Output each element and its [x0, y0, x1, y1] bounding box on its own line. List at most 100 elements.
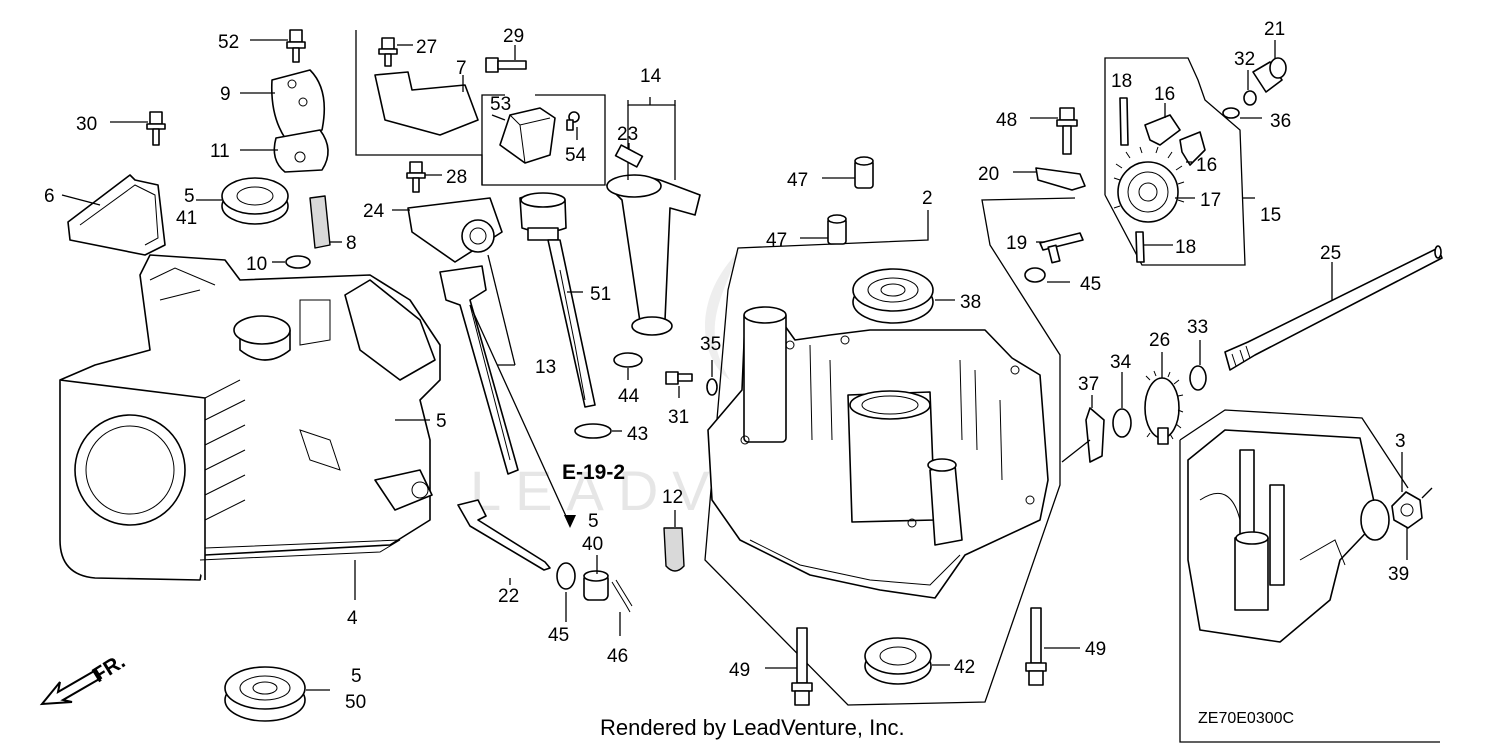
callout-7: 7	[456, 58, 467, 79]
insulator-plates	[270, 69, 329, 173]
washer-35	[706, 378, 718, 396]
front-direction-arrow	[39, 668, 103, 706]
callout-51: 51	[590, 284, 611, 305]
ref-label: E-19-2	[562, 461, 625, 484]
washer-33	[1189, 365, 1207, 391]
callout-11: 11	[210, 141, 230, 162]
bearing-42	[864, 637, 932, 685]
callout-21: 21	[1264, 19, 1285, 40]
callout-50: 50	[345, 692, 366, 713]
callout-14: 14	[640, 66, 662, 87]
callout-3: 3	[1395, 431, 1406, 452]
callout-44: 44	[618, 386, 640, 407]
callout-5-lower: 5	[588, 511, 599, 532]
part-21	[1252, 57, 1287, 93]
bearing-50	[224, 666, 306, 722]
callout-18-top: 18	[1111, 71, 1132, 92]
callout-labels: 52 27 29 7 14 9 30 53 23 54 11 28 6 5 41…	[44, 19, 1409, 713]
callout-45-mid: 45	[1080, 274, 1101, 295]
oil-seal	[221, 177, 289, 225]
bracket-24	[407, 197, 503, 263]
bolt-31	[665, 371, 693, 385]
lever-22	[457, 499, 551, 571]
clip-12	[663, 527, 685, 572]
washer-32	[1243, 90, 1257, 106]
pin-18-bottom	[1135, 231, 1145, 263]
callout-10: 10	[246, 254, 267, 275]
callout-5-bottom: 5	[351, 666, 362, 687]
callout-24: 24	[363, 201, 385, 222]
callout-26: 26	[1149, 330, 1170, 351]
clip-37	[1085, 407, 1105, 463]
crankcase-lower	[1187, 429, 1390, 643]
callout-13: 13	[535, 357, 556, 378]
callout-25: 25	[1320, 243, 1341, 264]
bolt-49-right	[1025, 607, 1047, 686]
callout-47-bottom: 47	[766, 230, 787, 251]
o-ring-44	[613, 352, 643, 368]
nut-39	[1391, 491, 1423, 529]
callout-12: 12	[662, 487, 683, 508]
governor-weight-16-top	[1144, 114, 1181, 146]
callout-9: 9	[220, 84, 231, 105]
washer-45-bottom	[556, 562, 576, 590]
callout-40: 40	[582, 534, 603, 555]
arm-20	[1035, 167, 1086, 191]
callout-46: 46	[607, 646, 628, 667]
callout-5-mid: 5	[436, 411, 447, 432]
callout-16-top: 16	[1154, 84, 1175, 105]
callout-32: 32	[1234, 49, 1255, 70]
callout-5-top: 5	[184, 186, 195, 207]
bracket-53	[499, 107, 556, 164]
callout-49-right: 49	[1085, 639, 1106, 660]
dowel-pin-47-top	[854, 156, 874, 189]
bolt-28	[406, 161, 426, 193]
callout-42: 42	[954, 657, 975, 678]
callout-39: 39	[1388, 564, 1409, 585]
callout-15: 15	[1260, 205, 1281, 226]
callout-36: 36	[1270, 111, 1291, 132]
dipstick-tube	[439, 265, 519, 475]
callout-16-bottom: 16	[1196, 155, 1217, 176]
bolt-49-left	[791, 627, 813, 706]
callout-47-top: 47	[787, 170, 808, 191]
callout-48: 48	[996, 110, 1017, 131]
callout-18-bottom: 18	[1175, 237, 1196, 258]
o-ring-43	[574, 423, 612, 439]
callout-4: 4	[347, 608, 358, 629]
callout-19: 19	[1006, 233, 1027, 254]
plug-10	[285, 255, 311, 269]
oil-filler-tube	[606, 97, 701, 336]
footer-rendered-by: Rendered by LeadVenture, Inc.	[600, 715, 905, 740]
ring-36	[1222, 107, 1240, 119]
pin-18-top	[1119, 97, 1129, 146]
governor-weight-16-bottom	[1179, 131, 1206, 166]
diagram-code: ZE70E0300C	[1198, 710, 1295, 727]
screw-54	[566, 111, 580, 131]
callout-17: 17	[1200, 190, 1221, 211]
callout-31: 31	[668, 407, 689, 428]
crankcase-cover	[707, 306, 1049, 599]
callout-8: 8	[346, 233, 357, 254]
bolt-48	[1056, 107, 1078, 155]
cotter-pin-46	[611, 579, 633, 613]
callout-38: 38	[960, 292, 981, 313]
callout-43: 43	[627, 424, 648, 445]
pin-23	[614, 144, 644, 168]
callout-23: 23	[617, 124, 638, 145]
callout-53: 53	[490, 94, 511, 115]
callout-54: 54	[565, 145, 587, 166]
callout-45-bottom: 45	[548, 625, 569, 646]
bolt-30	[146, 111, 166, 146]
callout-30: 30	[76, 114, 97, 135]
callout-41: 41	[176, 208, 197, 229]
dowel-pin-47-bottom	[827, 214, 847, 245]
callout-22: 22	[498, 586, 519, 607]
callout-34: 34	[1110, 352, 1132, 373]
callout-6: 6	[44, 186, 55, 207]
gasket-strip	[309, 195, 331, 249]
callout-2: 2	[922, 188, 933, 209]
governor-gear-17	[1113, 146, 1185, 223]
bolt-29	[485, 57, 527, 73]
